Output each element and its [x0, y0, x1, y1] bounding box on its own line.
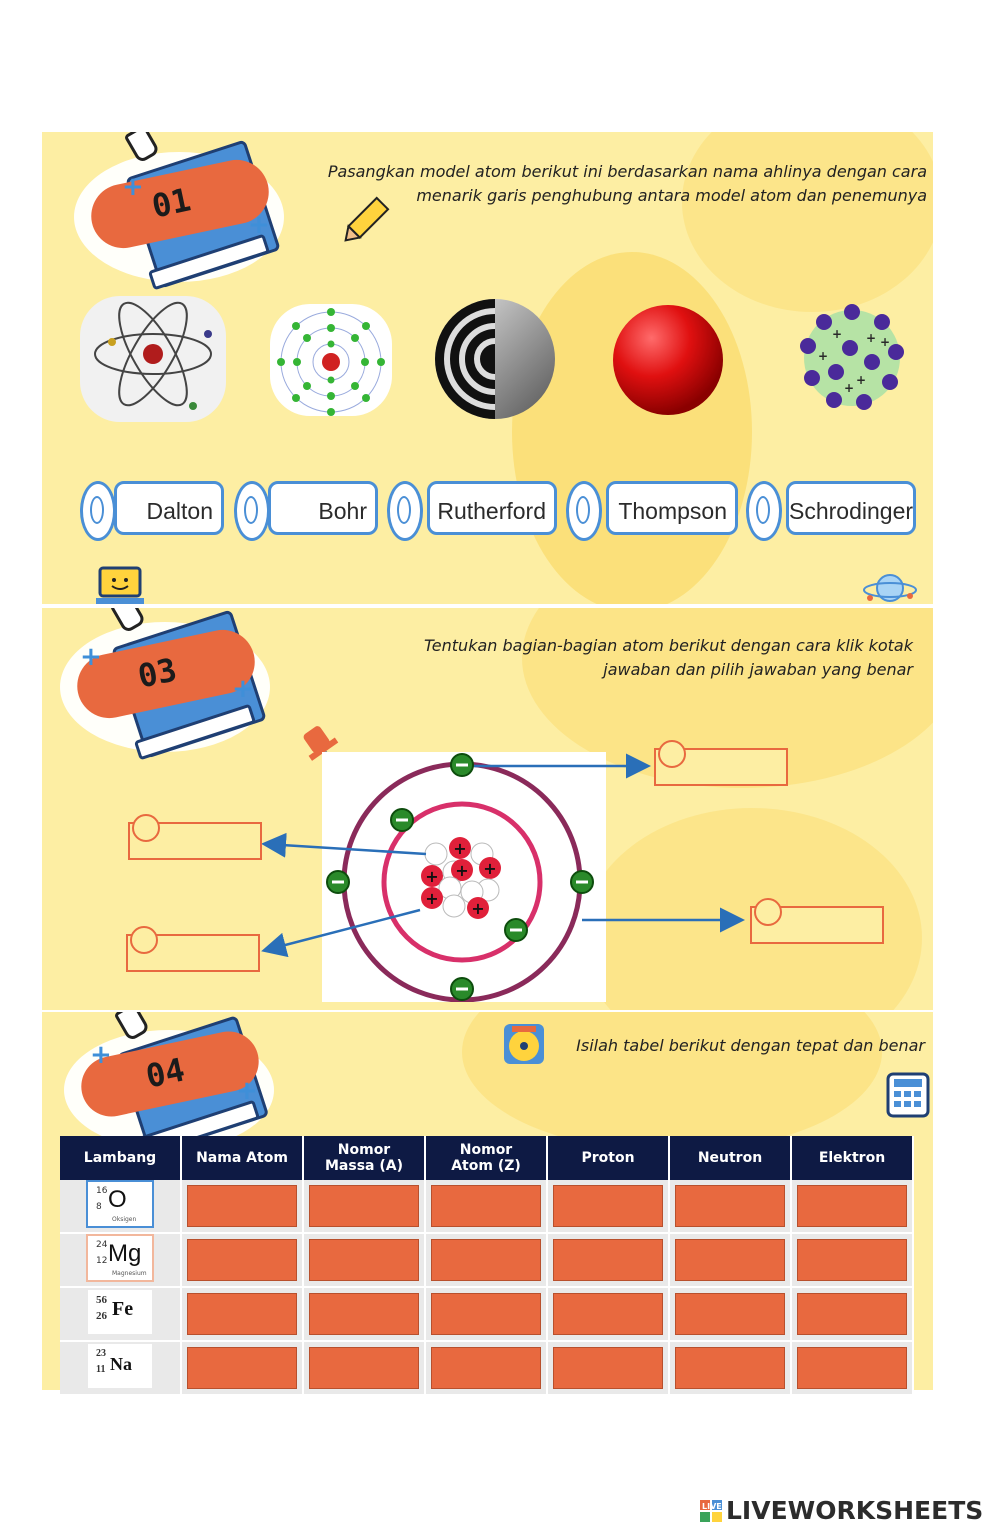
- disc-icon: [504, 1024, 544, 1064]
- connector-thompson[interactable]: [566, 481, 602, 541]
- answer-cell[interactable]: [309, 1293, 419, 1335]
- name-match-row: Dalton Bohr Rutherford Thompson Schrodin…: [42, 481, 933, 541]
- symbol-cell: 16 8 O Oksigen: [60, 1180, 182, 1234]
- planet-icon: [863, 574, 917, 602]
- instruction-text: Pasangkan model atom berikut ini berdasa…: [327, 162, 927, 205]
- answer-cell[interactable]: [797, 1185, 907, 1227]
- nucleus: +++ +++: [421, 837, 501, 919]
- answer-cell[interactable]: [675, 1293, 785, 1335]
- answer-cell[interactable]: [675, 1185, 785, 1227]
- col-header-proton: Proton: [547, 1136, 670, 1180]
- answer-box-proton-marker: [132, 814, 160, 842]
- symbol-cell: 24 12 Mg Magnesium: [60, 1233, 182, 1288]
- answer-cell[interactable]: [187, 1185, 297, 1227]
- answer-cell[interactable]: [431, 1239, 541, 1281]
- answer-cell[interactable]: [187, 1347, 297, 1389]
- instruction-text: Tentukan bagian-bagian atom berikut deng…: [424, 636, 913, 679]
- liveworksheets-logo: LIVE LIVEWORKSHEETS: [700, 1496, 984, 1525]
- pointer-arrows: [261, 753, 745, 958]
- calculator-icon: [886, 1072, 930, 1118]
- svg-text:LIVE: LIVE: [702, 1502, 722, 1511]
- connector-schrodinger[interactable]: [746, 481, 782, 541]
- svg-text:+: +: [425, 867, 438, 886]
- answer-box-neutron-marker: [130, 926, 158, 954]
- answer-cell[interactable]: [431, 1347, 541, 1389]
- svg-text:+: +: [455, 861, 468, 880]
- element-symbol-magnesium: 24 12 Mg Magnesium: [86, 1234, 154, 1282]
- atom-model-quantum: [80, 296, 226, 422]
- table-row: 24 12 Mg Magnesium: [60, 1233, 914, 1288]
- col-header-neutron: Neutron: [669, 1136, 792, 1180]
- answer-cell[interactable]: [797, 1293, 907, 1335]
- section-number: 01: [148, 180, 195, 226]
- connector-dalton[interactable]: [80, 481, 116, 541]
- connector-bohr[interactable]: [234, 481, 270, 541]
- name-box-bohr: Bohr: [268, 481, 378, 535]
- section-03-panel: 03 + + Tentukan bagian-bagian atom berik…: [42, 608, 933, 1010]
- symbol-cell: 56 26 Fe: [60, 1287, 182, 1342]
- answer-cell[interactable]: [309, 1185, 419, 1227]
- name-box-rutherford: Rutherford: [427, 481, 557, 535]
- element-symbol-sodium: 23 11 Na: [88, 1344, 152, 1388]
- section-01-panel: 01 + + Pasangkan model atom berikut ini …: [42, 132, 933, 604]
- connector-rutherford[interactable]: [387, 481, 423, 541]
- symbol-cell: 23 11 Na: [60, 1341, 182, 1396]
- answer-cell[interactable]: [309, 1347, 419, 1389]
- name-box-schrodinger: Schrodinger: [786, 481, 916, 535]
- name-box-dalton: Dalton: [114, 481, 224, 535]
- answer-cell[interactable]: [187, 1239, 297, 1281]
- answer-cell[interactable]: [431, 1293, 541, 1335]
- atom-model-bohr: [270, 304, 392, 416]
- table-row: 16 8 O Oksigen: [60, 1180, 914, 1234]
- col-header-elektron: Elektron: [791, 1136, 914, 1180]
- answer-cell[interactable]: [553, 1347, 663, 1389]
- element-symbol-iron: 56 26 Fe: [88, 1290, 152, 1334]
- answer-cell[interactable]: [309, 1239, 419, 1281]
- atom-model-thomson: ++++++: [800, 304, 904, 410]
- background-blob: [682, 132, 933, 312]
- svg-text:+: +: [844, 381, 854, 395]
- svg-text:+: +: [453, 839, 466, 858]
- answer-cell[interactable]: [797, 1239, 907, 1281]
- svg-text:+: +: [866, 331, 876, 345]
- answer-cell[interactable]: [675, 1239, 785, 1281]
- table-row: 23 11 Na: [60, 1341, 914, 1396]
- name-box-thompson: Thompson: [606, 481, 738, 535]
- pencil-icon: [344, 196, 390, 242]
- atom-model-rutherford: [435, 299, 555, 419]
- background-blob: [512, 252, 752, 604]
- answer-cell[interactable]: [553, 1239, 663, 1281]
- col-header-nama-atom: Nama Atom: [181, 1136, 304, 1180]
- svg-text:+: +: [832, 327, 842, 341]
- answer-cell[interactable]: [187, 1293, 297, 1335]
- answer-cell[interactable]: [431, 1185, 541, 1227]
- section-number: 04: [142, 1050, 189, 1096]
- computer-icon: [96, 566, 144, 604]
- answer-box-shell-marker: [754, 898, 782, 926]
- logo-mark: LIVE: [700, 1499, 722, 1522]
- atom-diagram: +++ +++: [322, 752, 606, 1002]
- answer-cell[interactable]: [553, 1293, 663, 1335]
- svg-text:+: +: [425, 889, 438, 908]
- answer-cell[interactable]: [675, 1347, 785, 1389]
- atom-model-dalton: [613, 305, 723, 415]
- svg-text:+: +: [483, 859, 496, 878]
- answer-cell[interactable]: [553, 1185, 663, 1227]
- col-header-lambang: Lambang: [60, 1136, 182, 1180]
- element-symbol-oxygen: 16 8 O Oksigen: [86, 1180, 154, 1228]
- svg-text:+: +: [856, 373, 866, 387]
- svg-text:+: +: [471, 899, 484, 918]
- answer-cell[interactable]: [797, 1347, 907, 1389]
- svg-text:+: +: [880, 335, 890, 349]
- table-row: 56 26 Fe: [60, 1287, 914, 1342]
- svg-text:+: +: [818, 349, 828, 363]
- instruction-text: Isilah tabel berikut dengan tepat dan be…: [576, 1036, 925, 1055]
- answer-box-electron-marker: [658, 740, 686, 768]
